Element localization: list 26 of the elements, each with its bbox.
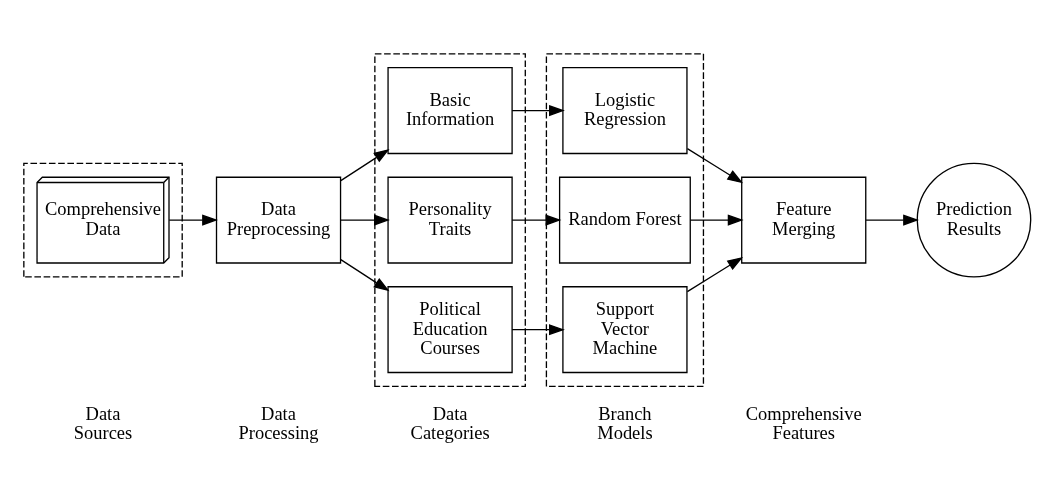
arrow [340,148,390,182]
label: Data Categories [410,403,490,444]
arrow [511,105,565,117]
node-box: Political Education Courses [387,286,513,374]
node-box: Logistic Regression [562,67,688,155]
label: Data Sources [73,403,133,444]
arrow [689,214,744,226]
cluster [23,162,183,278]
node-box: Data Preprocessing [215,176,342,264]
arrow [686,147,744,184]
node-circle: Prediction Results [916,162,1032,278]
arrow [340,214,390,226]
arrow [511,324,565,336]
arrow [168,214,218,226]
node-box: Personality Traits [387,176,513,264]
arrow [686,257,744,293]
label: Branch Models [597,403,653,444]
node-box: Support Vector Machine [562,286,688,374]
node-box: Random Forest [558,176,691,264]
node-box: Basic Information [387,67,513,155]
node-box: Feature Merging [741,176,867,264]
arrow [511,214,562,226]
arrow [865,214,919,226]
arrow [340,258,390,292]
label: Data Processing [238,403,319,444]
label: Comprehensive Features [745,403,862,444]
